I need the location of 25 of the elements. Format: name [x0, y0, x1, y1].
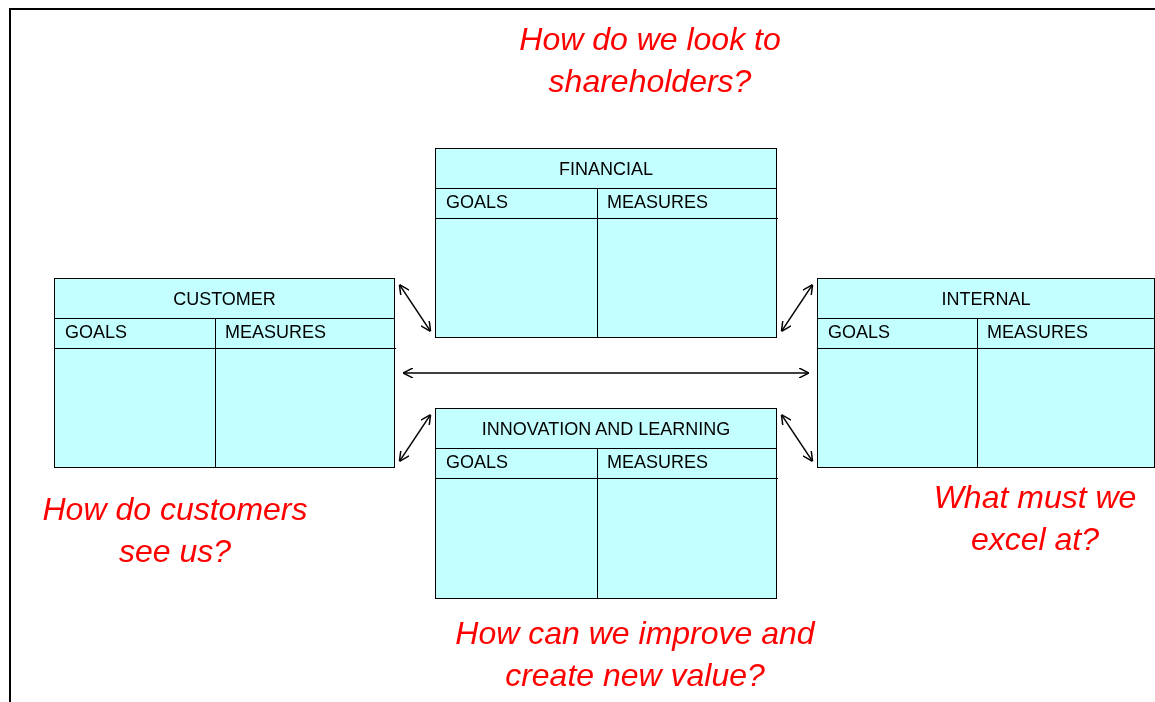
table-heading: FINANCIAL	[559, 159, 653, 180]
column-heading: MEASURES	[225, 322, 327, 343]
question-text: How do we look to shareholders?	[518, 20, 782, 101]
scorecard-table	[435, 408, 777, 599]
table-heading: CUSTOMER	[173, 289, 276, 310]
column-heading: MEASURES	[987, 322, 1089, 343]
question-text: How do customers see us?	[41, 490, 309, 571]
question-text: How can we improve and create new value?	[454, 614, 817, 695]
column-heading: GOALS	[446, 192, 509, 213]
table-heading: INNOVATION AND LEARNING	[481, 419, 731, 440]
table-heading: INTERNAL	[941, 289, 1031, 310]
double-arrow	[398, 413, 432, 463]
scorecard-table	[54, 278, 395, 468]
double-arrow	[780, 283, 814, 333]
question-text: What must we excel at?	[932, 478, 1138, 559]
column-heading: GOALS	[446, 452, 509, 473]
column-heading: GOALS	[828, 322, 891, 343]
double-arrow	[402, 367, 810, 379]
scorecard-table	[435, 148, 777, 338]
double-arrow	[780, 413, 814, 463]
scorecard-table	[817, 278, 1155, 468]
column-heading: MEASURES	[607, 452, 709, 473]
column-heading: GOALS	[65, 322, 128, 343]
column-heading: MEASURES	[607, 192, 709, 213]
double-arrow	[398, 283, 432, 333]
